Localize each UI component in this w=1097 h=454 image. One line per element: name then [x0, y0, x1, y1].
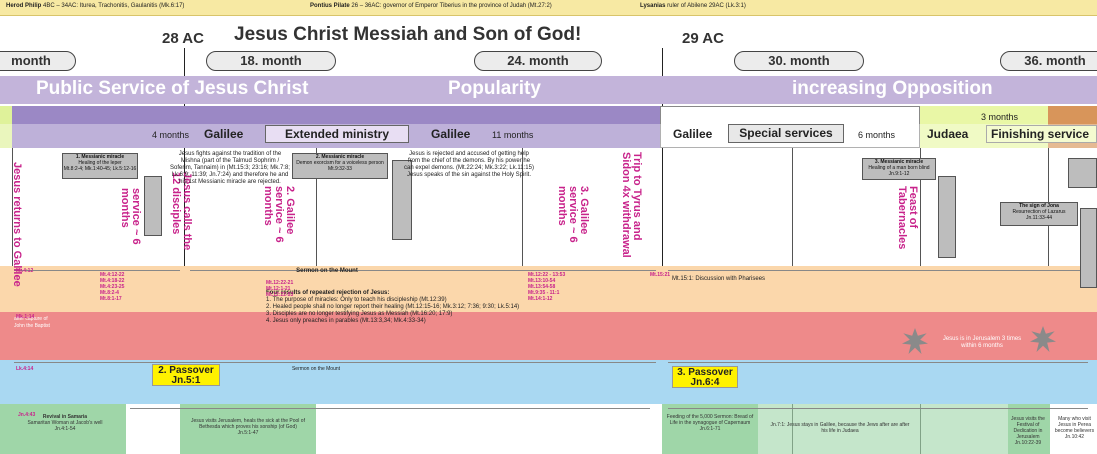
banner-miracle-2: 2. Messianic miracle Demon exorcism for … [292, 153, 388, 179]
seg-three-months: 3 months [981, 112, 1019, 122]
phase-opposition: increasing Opposition [792, 78, 993, 99]
seg-six-months: 6 months [858, 130, 896, 140]
john-feeding-box [662, 404, 758, 454]
john-bethesda-box [180, 404, 316, 454]
banner-perea-miracle [1068, 158, 1097, 188]
arrow-miracle-3 [938, 176, 956, 258]
seg-extended-ministry: Extended ministry [265, 125, 409, 143]
john-dedication-box [1008, 404, 1050, 454]
label-galilee-service-2: 2. Galilee service ~ 6 months [262, 186, 296, 243]
seg-judaea: Judaea [927, 127, 969, 141]
ref-mt-list-1: Mt.4:12-22 Mt.4:18-22 Mt.4:23-25 Mt.8:2-… [100, 272, 125, 302]
seg-galilee-2: Galilee [431, 127, 471, 141]
phase-band: Public Service of Jesus Christ Popularit… [0, 76, 1097, 104]
segment-prelude [0, 106, 12, 148]
result-4: 4. Jesus only preaches in parables (Mt.1… [266, 318, 426, 324]
arrow-sign-jona [1080, 208, 1097, 288]
jn-feeding: Feeding of the 5,000 Sermon: Bread of Li… [666, 414, 754, 432]
seg-galilee-1: Galilee [204, 127, 244, 141]
result-3: 3. Disciples are no longer testifying Je… [266, 311, 453, 317]
jn-arrow-line [130, 408, 650, 409]
ruler-lysanias: Lysanias ruler of Abilene 29AC (Lk.3:1) [640, 3, 746, 9]
jn-stays-galilee: Jn.7:1: Jesus stays in Galilee, because … [770, 422, 910, 434]
arrow-miracle-1 [144, 176, 162, 236]
four-results-title: Four results of repeated rejection of Je… [266, 290, 390, 296]
seg-four-months: 4 months [152, 130, 190, 140]
jn-dedication: Jesus visits the Festival of Dedication … [1011, 416, 1045, 446]
label-returns-galilee: Jesus returns to Galilee [11, 162, 23, 287]
month-pill-30: 30. month [734, 51, 864, 71]
banner-sign-jona: The sign of Jona Resurrection of Lazarus… [1000, 202, 1078, 226]
result-2: 2. Healed people shall no longer report … [266, 304, 520, 310]
john-stays-box [758, 404, 1008, 454]
john-perea-box [1050, 404, 1097, 454]
note-pharisees: Mt.15:1: Discussion with Pharisees [672, 276, 766, 282]
mt-arrow-line [14, 270, 180, 271]
mt-arrow-line [668, 270, 1088, 271]
ruler-herod: Herod Philip 4BC – 34AC: Iturea, Trachon… [6, 3, 185, 9]
month-pill-left: month [0, 51, 76, 71]
four-results: Four results of repeated rejection of Je… [266, 290, 566, 325]
note-sermon-mount: Sermon on the Mount [296, 268, 358, 274]
john-samaria [0, 404, 126, 454]
ref-mk-col: Mk.1:14 [16, 314, 35, 320]
rulers-bar: Herod Philip 4BC – 34AC: Iturea, Trachon… [0, 0, 1097, 16]
ref-jn-col: Jn.4:43 [18, 412, 36, 418]
seg-eleven-months: 11 months [492, 130, 534, 140]
phase-popularity: Popularity [448, 78, 541, 99]
ref-mt-list-4: Mt.15:21 [650, 272, 671, 278]
passover-2: 2. Passover Jn.5:1 [152, 364, 220, 386]
seg-special-services: Special services [728, 124, 844, 143]
label-feast-tabernacles: Feast of Tabernacles [896, 186, 919, 250]
result-1: 1. The purpose of miracles: Only to teac… [266, 297, 447, 303]
mt-arrow-line [190, 270, 656, 271]
jn-samaria: Revival in Samaria Samaritan Woman at Ja… [27, 414, 103, 432]
ref-mt-col: Mt.4:12 [16, 268, 34, 274]
month-pill-18: 18. month [206, 51, 336, 71]
note-rejected: Jesus is rejected and accused of getting… [404, 151, 534, 178]
banner-miracle-1: 1. Messianic miracle Healing of the lepe… [62, 153, 138, 179]
page-title: Jesus Christ Messiah and Son of God! [234, 24, 582, 45]
ref-mt-list-2: Mt.12:22-21 Mt.12:1-21 Mt.12:22-53 [266, 280, 294, 298]
note-sermon-mount-lk: Sermon on the Mount [291, 366, 341, 372]
year-line-28 [184, 48, 185, 454]
note-jerusalem: Jesus is in Jerusalem 3 times within 6 m… [942, 336, 1022, 349]
month-pill-36: 36. month [1000, 51, 1097, 71]
lk-arrow-line [14, 362, 656, 363]
seg-finishing-service: Finishing service [986, 125, 1097, 143]
jn-believe: Many who visit Jesus in Perea become bel… [1054, 416, 1095, 440]
seg-galilee-3: Galilee [673, 127, 713, 141]
passover-3: 3. Passover Jn.6:4 [672, 366, 738, 388]
note-capture: after capture of John the Baptist [14, 316, 50, 329]
segment-lower-strip [0, 124, 1097, 148]
month-pill-24: 24. month [474, 51, 602, 71]
jn-arrow-line [668, 408, 1088, 409]
ref-lk-col: Lk.4:14 [16, 366, 34, 372]
note-mishna: Jesus fights against the tradition of th… [170, 151, 290, 185]
arrow-miracle-2 [392, 160, 412, 240]
jn-bethesda: Jesus visits Jerusalem, heals the sick a… [191, 418, 305, 436]
lk-arrow-line [668, 362, 1088, 363]
year-29: 29 AC [682, 30, 724, 47]
phase-public-service: Public Service of Jesus Christ [36, 78, 309, 99]
ref-mt-list-3: Mt.12:22 - 13:53 Mt.13:10-54 Mt.13:54-58… [528, 272, 566, 302]
label-calls-12: Jesus calls the 12 disciples [170, 172, 193, 251]
row-matthew [0, 266, 1097, 312]
year-28: 28 AC [162, 30, 204, 47]
banner-miracle-3: 3. Messianic miracle Healing of a man bo… [862, 158, 936, 180]
label-trip-tyrus: Trip to Tyrus and Sidon 4x withdrawal [620, 152, 643, 258]
label-galilee-service-3: 3. Galilee service ~ 6 months [556, 186, 590, 243]
ruler-pilate: Pontius Pilate 26 – 36AC: governor of Em… [310, 3, 552, 9]
year-line-29 [662, 48, 663, 454]
